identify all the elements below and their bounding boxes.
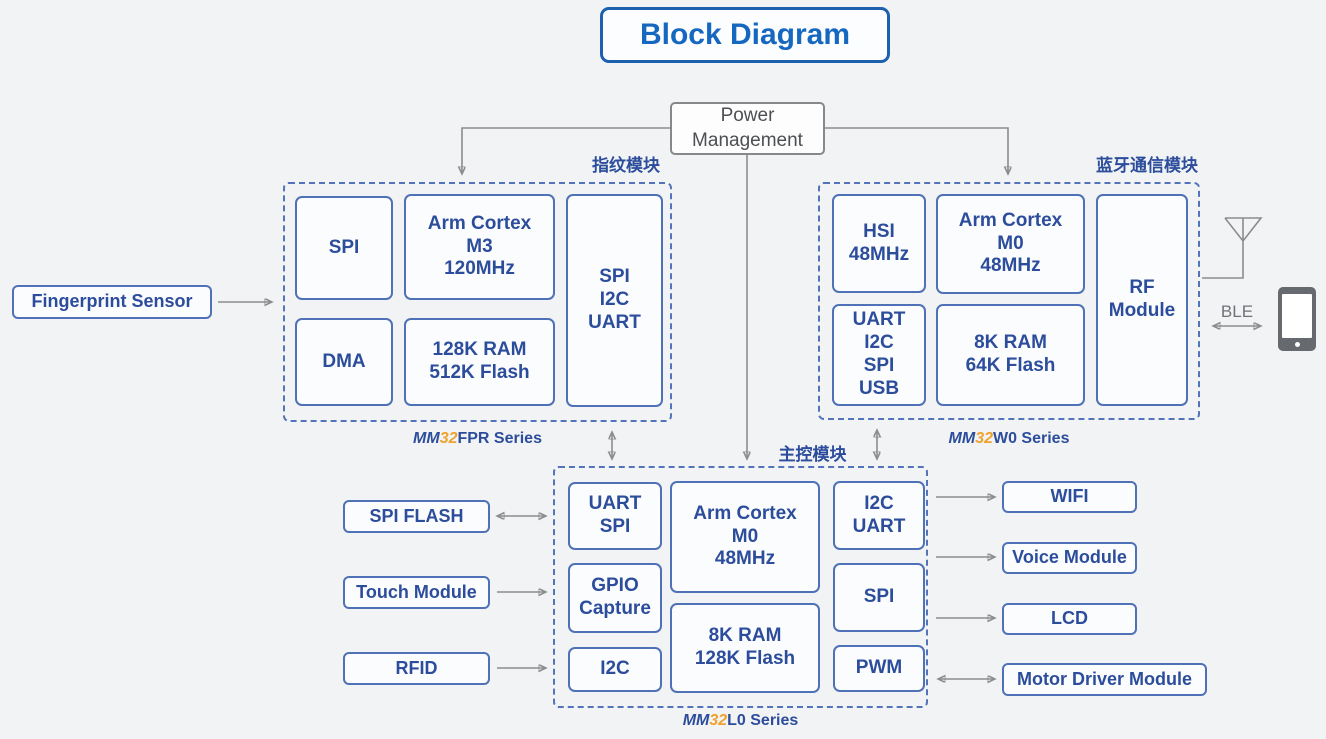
page-title-text: Block Diagram [639, 18, 851, 51]
touch-module-box: Touch Module [343, 576, 490, 609]
w0-series-number: 32 [975, 430, 993, 447]
fpr-dma-box: DMA [295, 318, 393, 406]
w0-series-prefix: MM [948, 430, 976, 447]
smartphone-icon [1278, 287, 1316, 351]
l0-uart-spi-box: UART SPI [568, 482, 662, 550]
l0-gpio-capture-box: GPIO Capture [568, 563, 662, 633]
smartphone-screen [1282, 294, 1312, 338]
l0-series-number: 32 [709, 712, 728, 729]
w0-peripheral-box: UART I2C SPI USB [832, 304, 926, 406]
fpr-spi-box: SPI [295, 196, 393, 300]
l0-i2c-uart-box: I2C UART [833, 481, 925, 550]
rfid-box: RFID [343, 652, 490, 685]
lcd-box: LCD [1002, 603, 1137, 635]
voice-module-box: Voice Module [1002, 542, 1137, 574]
motor-driver-module-box: Motor Driver Module [1002, 663, 1207, 696]
power-management-label: Power Management [692, 104, 803, 151]
ble-label: BLE [1220, 302, 1254, 321]
smartphone-home-button [1294, 342, 1300, 347]
fingerprint-sensor-box: Fingerprint Sensor [12, 285, 212, 319]
wifi-box: WIFI [1002, 481, 1137, 513]
connector-power-to-fingerprint-module [462, 127, 670, 173]
bluetooth-module-cn-label: 蓝牙通信模块 [1096, 156, 1198, 175]
fpr-series-prefix: MM [413, 430, 440, 447]
bluetooth-module-group [818, 182, 1200, 420]
l0-series-label: MM32L0 Series [553, 712, 928, 730]
fpr-peripheral-box: SPI I2C UART [566, 194, 663, 407]
l0-pwm-box: PWM [833, 645, 925, 692]
w0-series-suffix: W0 Series [992, 430, 1070, 447]
l0-cpu-box: Arm Cortex M0 48MHz [670, 481, 820, 593]
l0-memory-box: 8K RAM 128K Flash [670, 603, 820, 693]
w0-memory-box: 8K RAM 64K Flash [936, 304, 1085, 406]
l0-spi-box: SPI [833, 563, 925, 632]
w0-series-label: MM32W0 Series [818, 430, 1200, 448]
page-title: Block Diagram [600, 7, 890, 63]
fpr-series-number: 32 [439, 430, 458, 447]
fpr-memory-box: 128K RAM 512K Flash [404, 318, 555, 406]
power-management-box: Power Management [670, 102, 825, 155]
fingerprint-module-cn-label: 指纹模块 [592, 156, 660, 175]
fpr-series-suffix: FPR Series [457, 430, 542, 447]
w0-cpu-box: Arm Cortex M0 48MHz [936, 194, 1085, 294]
main-module-group [553, 466, 928, 708]
connector-power-to-bluetooth-module [825, 127, 1008, 173]
l0-series-suffix: L0 Series [727, 712, 799, 729]
fpr-cpu-box: Arm Cortex M3 120MHz [404, 194, 555, 300]
w0-hsi-box: HSI 48MHz [832, 194, 926, 293]
fingerprint-module-group [283, 182, 672, 422]
l0-series-prefix: MM [682, 712, 710, 729]
fingerprint-sensor-label: Fingerprint Sensor [31, 291, 193, 312]
spi-flash-box: SPI FLASH [343, 500, 490, 533]
w0-rf-module-box: RF Module [1096, 194, 1188, 406]
antenna-icon [1202, 217, 1263, 279]
main-module-cn-label: 主控模块 [778, 445, 847, 464]
l0-i2c-box: I2C [568, 647, 662, 692]
fpr-series-label: MM32FPR Series [283, 430, 672, 448]
